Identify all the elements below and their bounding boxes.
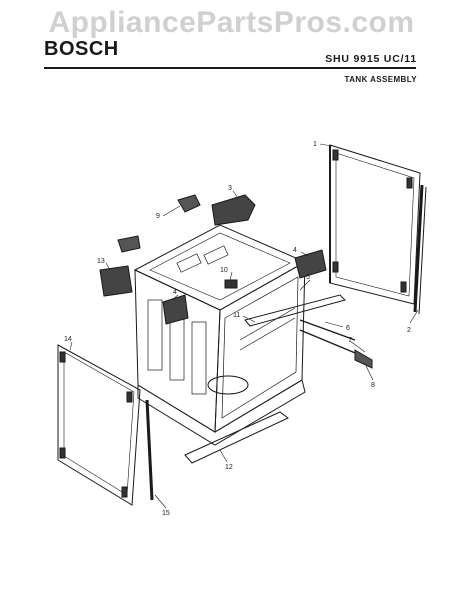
callout-3: 3 — [228, 185, 232, 192]
callout-8: 8 — [371, 382, 375, 389]
leader-lines — [69, 143, 419, 509]
callout-4-lower: 4 — [173, 289, 177, 296]
callout-7: 7 — [348, 337, 352, 344]
bottom-rail — [184, 411, 289, 464]
bracket-part-3 — [211, 194, 256, 226]
bracket-part-13 — [99, 265, 133, 297]
callout-11: 11 — [233, 312, 240, 319]
callout-2: 2 — [407, 327, 411, 334]
clip-part-9 — [117, 194, 201, 253]
callout-5: 5 — [306, 274, 310, 281]
callout-10: 10 — [220, 267, 228, 274]
brand-logo: BOSCH — [44, 38, 119, 60]
door-panel-left — [57, 344, 141, 506]
callout-12: 12 — [225, 464, 233, 471]
header-rule — [44, 67, 416, 69]
rack-frame — [244, 294, 361, 356]
callout-13: 13 — [97, 258, 105, 265]
section-title: TANK ASSEMBLY — [344, 75, 417, 84]
side-panel-right — [329, 144, 421, 305]
callout-9: 9 — [156, 213, 160, 220]
hinge-bracket — [354, 349, 373, 369]
callout-1: 1 — [313, 141, 317, 148]
callout-6: 6 — [346, 325, 350, 332]
tank-body — [133, 224, 307, 446]
gasket-strip — [413, 184, 427, 315]
callout-15: 15 — [162, 510, 170, 517]
connector-part-10 — [224, 279, 238, 289]
bracket-part-4 — [162, 249, 327, 325]
callout-14: 14 — [64, 336, 72, 343]
watermark-text: AppliancePartsPros.com — [48, 6, 415, 39]
model-number: SHU 9915 UC/11 — [325, 53, 417, 65]
callout-4: 4 — [293, 247, 297, 254]
door-strip — [145, 399, 154, 501]
